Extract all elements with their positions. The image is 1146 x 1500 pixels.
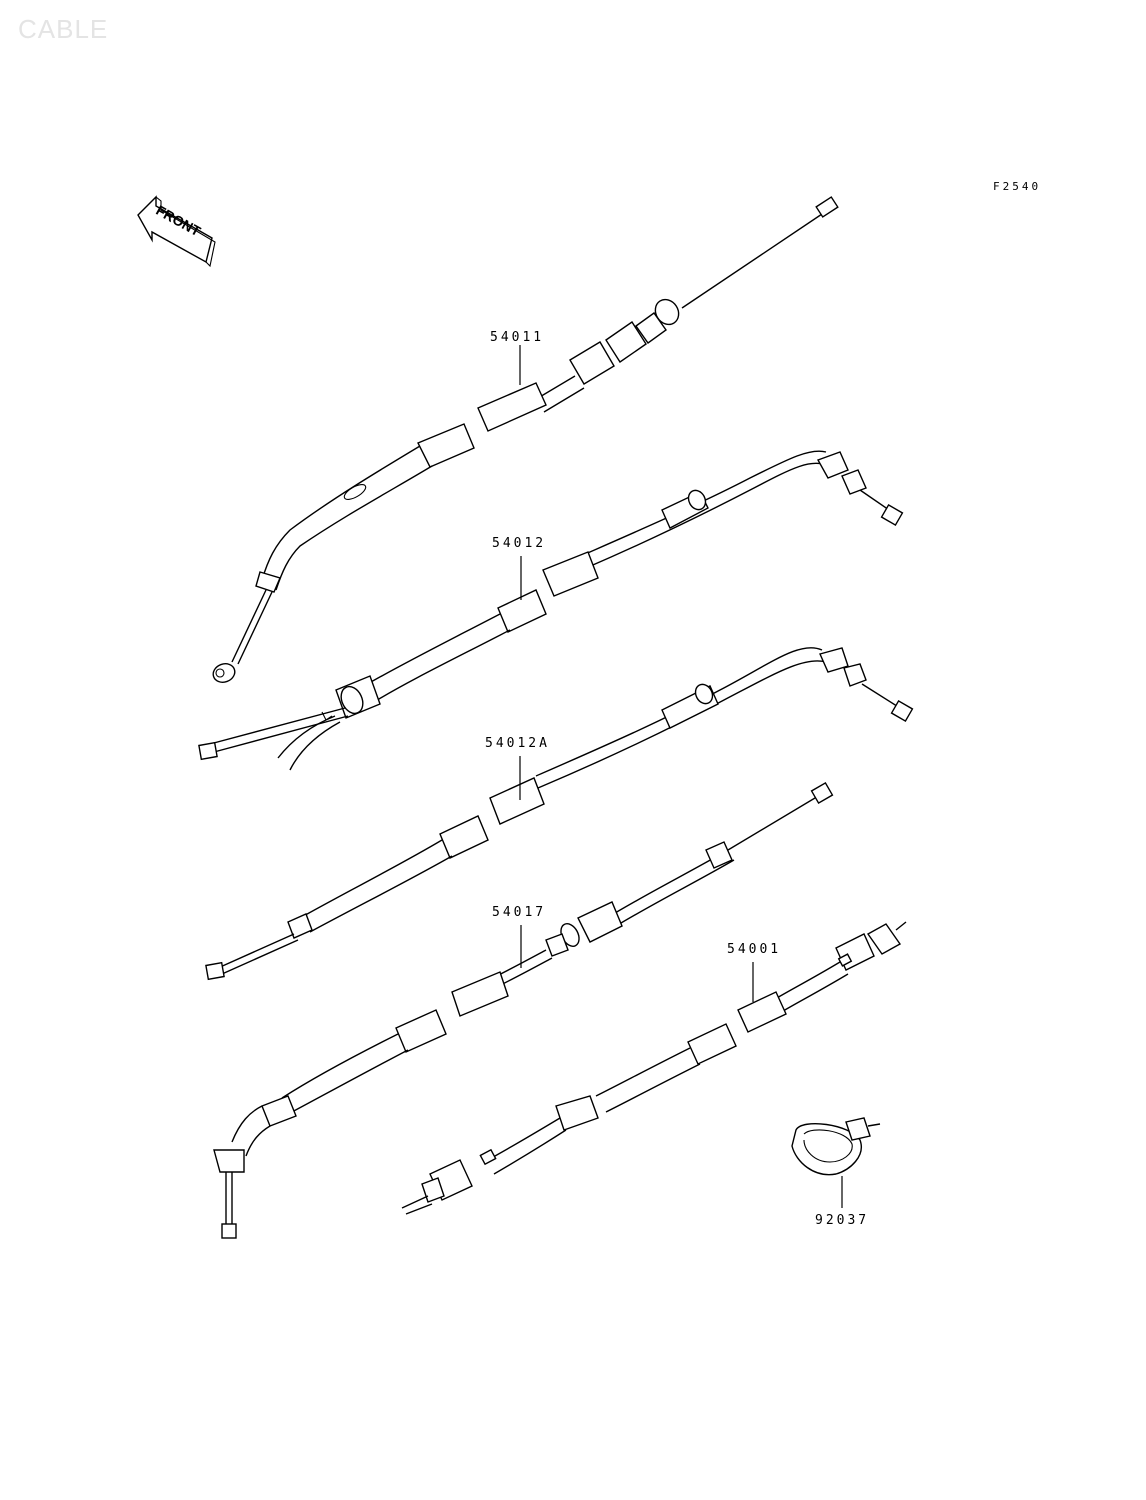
part-92037-cable-guide[interactable] (791, 1117, 881, 1208)
part-label-54012a[interactable]: 54012A (485, 736, 550, 751)
cable-54012a[interactable] (205, 647, 914, 981)
cable-54001[interactable] (401, 921, 907, 1215)
cable-54017[interactable] (213, 781, 834, 1239)
part-label-54012[interactable]: 54012 (492, 536, 547, 551)
figure-code: F2540 (993, 180, 1042, 193)
part-label-54011[interactable]: 54011 (490, 330, 545, 345)
part-label-92037[interactable]: 92037 (815, 1213, 870, 1228)
part-label-54001[interactable]: 54001 (727, 942, 782, 957)
cable-54011[interactable] (211, 196, 839, 685)
page-watermark: CABLE (18, 14, 109, 44)
cable-54012[interactable] (198, 450, 904, 771)
part-label-54017[interactable]: 54017 (492, 905, 547, 920)
front-arrow-icon: FRONT (137, 195, 216, 268)
